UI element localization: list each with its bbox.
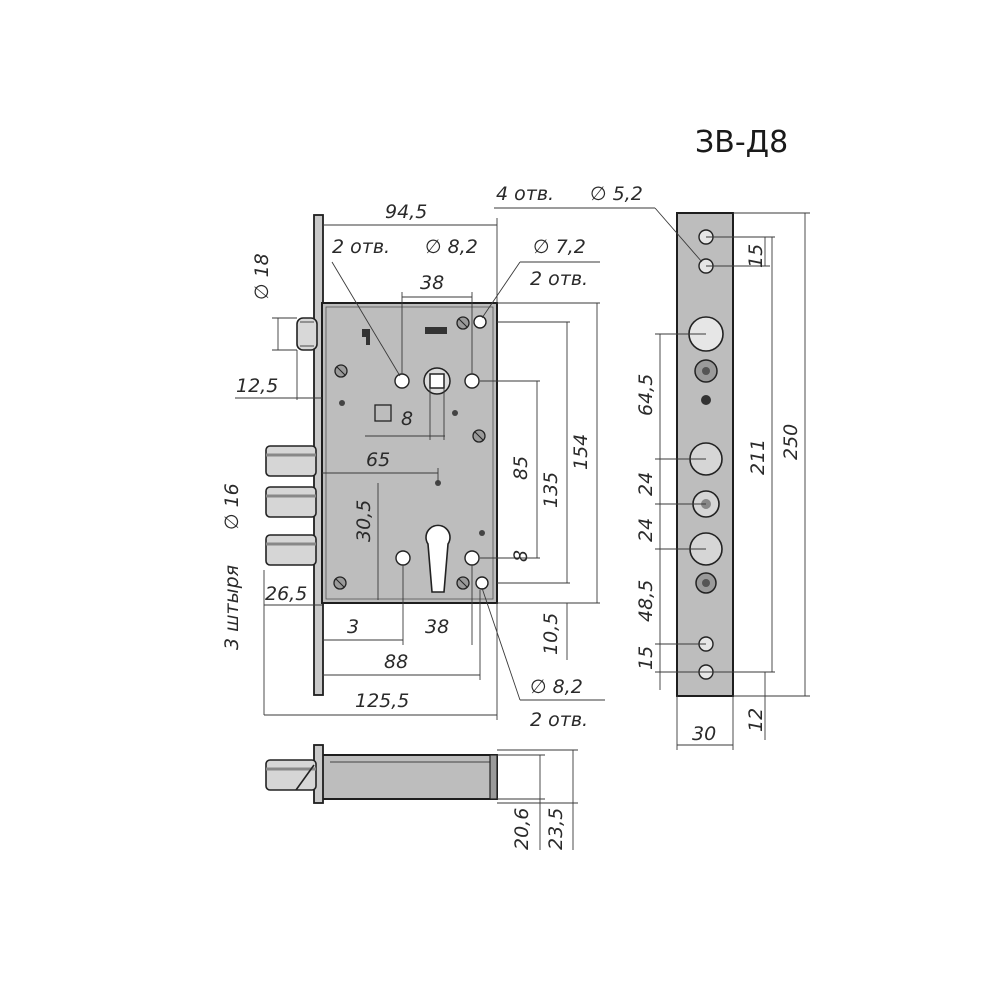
front-dimension-lines xyxy=(235,218,605,720)
dim-154: 154 xyxy=(570,434,592,470)
label-2-holes-bottom: 2 отв. xyxy=(530,709,588,731)
front-view: 94,5 2 отв. ∅ 8,2 ∅ 7,2 2 отв. 38 ∅ 18 1… xyxy=(221,201,605,731)
dim-10-5: 10,5 xyxy=(540,613,562,655)
dim-dia-8-2-top: ∅ 8,2 xyxy=(425,236,478,258)
fp-dim-250: 250 xyxy=(780,424,802,460)
side-view: 20,6 23,5 xyxy=(265,744,578,850)
fixing-hole xyxy=(394,373,410,389)
label-3-pins: 3 штыря xyxy=(221,565,243,650)
dim-94-5: 94,5 xyxy=(385,201,427,223)
dim-65: 65 xyxy=(366,449,390,471)
dim-dia-18: ∅ 18 xyxy=(251,253,273,300)
dim-135: 135 xyxy=(540,472,562,508)
fp-dim-15-bottom: 15 xyxy=(635,646,657,670)
latch-bolt xyxy=(296,317,318,351)
dim-12-5: 12,5 xyxy=(236,375,278,397)
dim-dia-8-2-bottom: ∅ 8,2 xyxy=(530,676,583,698)
fp-dim-48-5: 48,5 xyxy=(635,580,657,622)
model-title: ЗВ-Д8 xyxy=(695,125,788,160)
fp-dim-24-a: 24 xyxy=(635,472,657,496)
bolt-pin xyxy=(265,445,317,477)
fixing-hole xyxy=(464,373,480,389)
label-4-holes: 4 отв. xyxy=(496,183,554,205)
fixing-hole xyxy=(395,550,411,566)
dim-square-8: 8 xyxy=(401,408,413,430)
side-dim-23-5: 23,5 xyxy=(545,808,567,850)
fixing-hole xyxy=(464,550,480,566)
mounting-hole xyxy=(473,315,487,329)
bolt-pin xyxy=(265,486,317,518)
fp-dim-30: 30 xyxy=(692,723,716,745)
fp-dim-211: 211 xyxy=(747,439,769,475)
dim-dia-7-2: ∅ 7,2 xyxy=(533,236,586,258)
dim-38-top: 38 xyxy=(420,272,444,294)
dim-30-5: 30,5 xyxy=(353,500,375,542)
fp-dim-24-b: 24 xyxy=(635,518,657,542)
dim-88: 88 xyxy=(384,651,408,673)
cylinder-keyhole-icon xyxy=(425,524,451,593)
fp-dim-64-5: 64,5 xyxy=(635,374,657,416)
dim-8-keyhole: 8 xyxy=(510,550,532,562)
faceplate-view: 4 отв. ∅ 5,2 15 64,5 24 24 48,5 15 211 2… xyxy=(494,183,810,750)
fp-dim-15-top: 15 xyxy=(745,244,767,268)
dim-125-5: 125,5 xyxy=(355,690,409,712)
bolt-pins xyxy=(265,445,317,566)
spindle-square-icon xyxy=(429,373,445,389)
dim-dia-5-2: ∅ 5,2 xyxy=(590,183,643,205)
body-details xyxy=(333,315,489,593)
dim-26-5: 26,5 xyxy=(265,583,307,605)
fp-dim-12: 12 xyxy=(745,708,767,732)
dim-3: 3 xyxy=(347,616,359,638)
side-bolt-pin xyxy=(265,759,317,791)
dim-38-bottom: 38 xyxy=(425,616,449,638)
dim-85: 85 xyxy=(510,456,532,480)
bolt-pin xyxy=(265,534,317,566)
label-2-holes-top-right: 2 отв. xyxy=(530,268,588,290)
dim-dia-16: ∅ 16 xyxy=(221,483,243,530)
front-labels: 94,5 2 отв. ∅ 8,2 ∅ 7,2 2 отв. 38 ∅ 18 1… xyxy=(221,201,592,731)
fixing-hole xyxy=(475,576,489,590)
side-dim-20-6: 20,6 xyxy=(511,808,533,850)
label-2-holes-top-left: 2 отв. xyxy=(332,236,390,258)
